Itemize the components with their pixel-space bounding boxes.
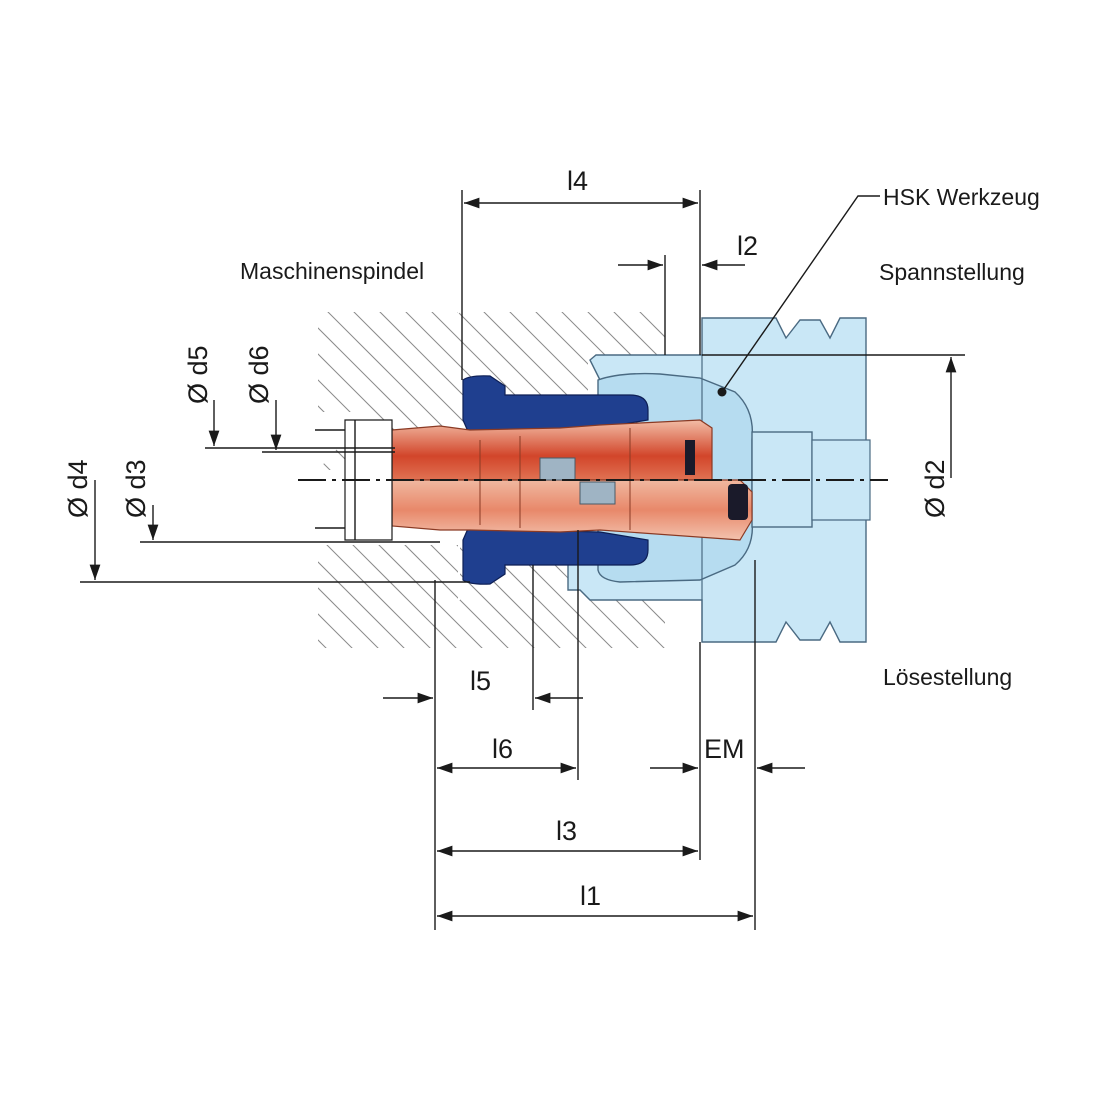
- dim-label-l1: l1: [580, 881, 601, 911]
- dim-label-l5: l5: [470, 666, 491, 696]
- dim-label-d2: Ø d2: [920, 459, 950, 518]
- dim-label-d4: Ø d4: [63, 459, 93, 518]
- clamping-position-label: Spannstellung: [879, 259, 1025, 285]
- hatch-line: [318, 312, 417, 648]
- hsk-tool-label: HSK Werkzeug: [883, 184, 1040, 210]
- dim-label-d3: Ø d3: [121, 459, 151, 518]
- collet-assembly: [391, 419, 753, 541]
- dim-label-d6: Ø d6: [244, 345, 274, 404]
- dim-label-l2: l2: [737, 231, 758, 261]
- dim-label-em: EM: [704, 734, 745, 764]
- hatch-line: [318, 312, 391, 648]
- dim-label-l3: l3: [556, 816, 577, 846]
- hatch-line: [523, 312, 665, 648]
- dim-label-l6: l6: [492, 734, 513, 764]
- hatch-line: [318, 312, 339, 648]
- dim-label-d5: Ø d5: [183, 345, 213, 404]
- dimension-lines: [89, 197, 957, 922]
- hatch-line: [318, 312, 469, 648]
- machine-spindle-label: Maschinenspindel: [240, 258, 424, 284]
- hatch-line: [318, 312, 443, 648]
- hsk-leader: [717, 195, 880, 397]
- hatch-line: [497, 312, 665, 648]
- extension-lines: [80, 190, 965, 930]
- dim-label-l4: l4: [567, 166, 588, 196]
- release-position-label: Lösestellung: [883, 664, 1012, 690]
- hatch-line: [318, 312, 495, 648]
